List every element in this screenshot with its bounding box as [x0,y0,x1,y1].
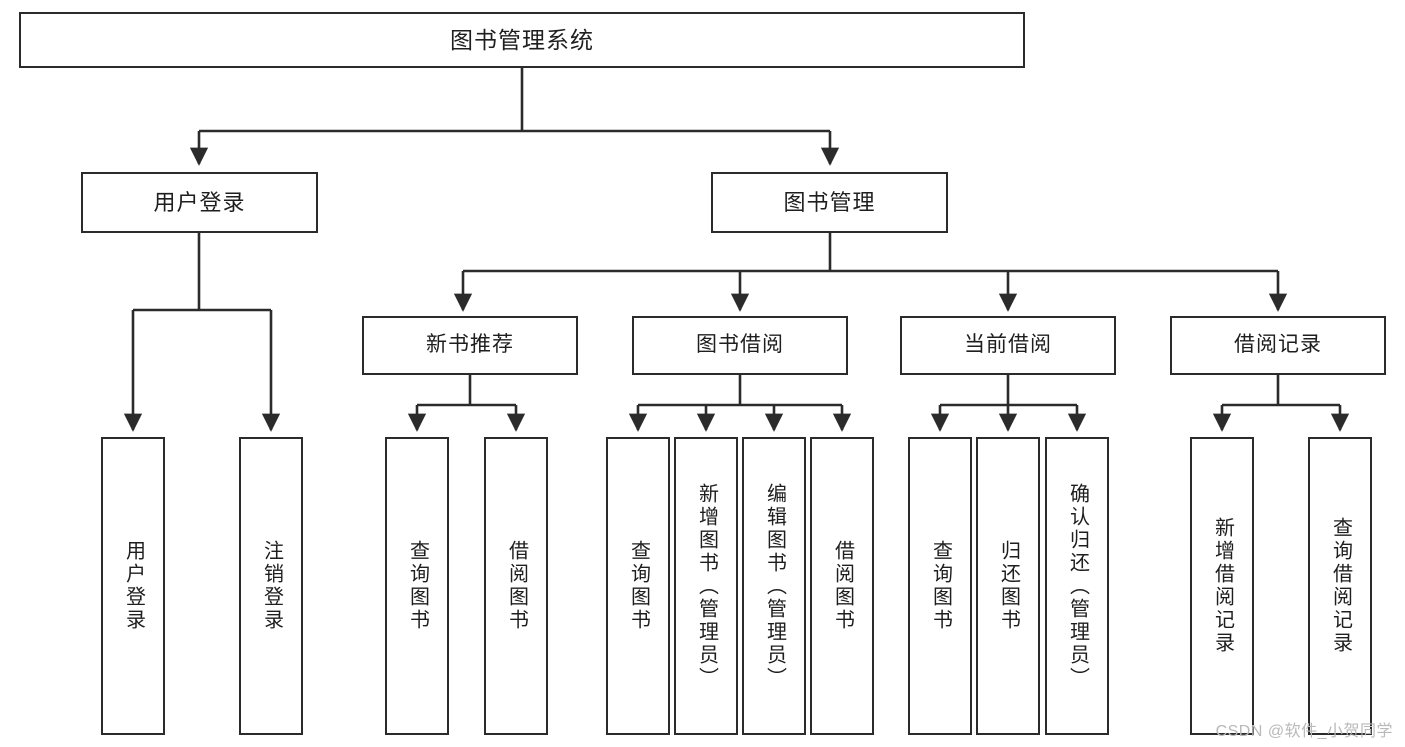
node-leaf-recommend-query-book-label: 查询图书 [406,540,429,632]
node-leaf-borrow-add-book[interactable]: 新增图书（管理员） [674,437,738,735]
node-book-borrow-label: 图书借阅 [696,333,784,357]
node-leaf-user-logout[interactable]: 注销登录 [239,437,303,735]
node-leaf-record-add-label: 新增借阅记录 [1211,517,1234,655]
node-book-management-label: 图书管理 [783,189,876,215]
node-leaf-borrow-edit-book-label: 编辑图书（管理员） [763,482,786,690]
node-user-login[interactable]: 用户登录 [81,172,318,233]
node-current-borrow[interactable]: 当前借阅 [900,316,1116,375]
node-book-borrow[interactable]: 图书借阅 [632,316,848,375]
node-borrow-record[interactable]: 借阅记录 [1170,316,1386,375]
node-leaf-current-return-book-label: 归还图书 [997,540,1020,632]
node-leaf-recommend-borrow-book[interactable]: 借阅图书 [484,437,548,735]
node-leaf-current-query-book-label: 查询图书 [929,540,952,632]
node-leaf-recommend-query-book[interactable]: 查询图书 [385,437,449,735]
node-leaf-borrow-lend-book-label: 借阅图书 [831,540,854,632]
node-leaf-borrow-add-book-label: 新增图书（管理员） [695,482,718,690]
node-leaf-borrow-lend-book[interactable]: 借阅图书 [810,437,874,735]
node-current-borrow-label: 当前借阅 [964,333,1052,357]
node-root-system[interactable]: 图书管理系统 [19,12,1025,68]
node-root-system-label: 图书管理系统 [450,26,594,53]
node-leaf-current-query-book[interactable]: 查询图书 [908,437,972,735]
node-book-management[interactable]: 图书管理 [711,172,948,233]
node-leaf-borrow-query-book[interactable]: 查询图书 [606,437,670,735]
node-leaf-user-login[interactable]: 用户登录 [101,437,165,735]
watermark-text: CSDN @软件_小贺同学 [1215,723,1393,740]
node-leaf-user-logout-label: 注销登录 [260,540,283,632]
node-leaf-recommend-borrow-book-label: 借阅图书 [505,540,528,632]
node-leaf-user-login-label: 用户登录 [122,540,145,632]
node-leaf-current-confirm-return-label: 确认归还（管理员） [1066,482,1089,690]
node-user-login-label: 用户登录 [153,189,246,215]
node-leaf-borrow-query-book-label: 查询图书 [627,540,650,632]
node-leaf-record-add[interactable]: 新增借阅记录 [1190,437,1254,735]
node-leaf-current-return-book[interactable]: 归还图书 [976,437,1040,735]
node-leaf-record-query[interactable]: 查询借阅记录 [1308,437,1372,735]
node-leaf-current-confirm-return[interactable]: 确认归还（管理员） [1045,437,1109,735]
node-leaf-record-query-label: 查询借阅记录 [1329,517,1352,655]
node-borrow-record-label: 借阅记录 [1234,333,1322,357]
node-leaf-borrow-edit-book[interactable]: 编辑图书（管理员） [742,437,806,735]
node-new-book-recommend[interactable]: 新书推荐 [362,316,578,375]
node-new-book-recommend-label: 新书推荐 [426,333,514,357]
